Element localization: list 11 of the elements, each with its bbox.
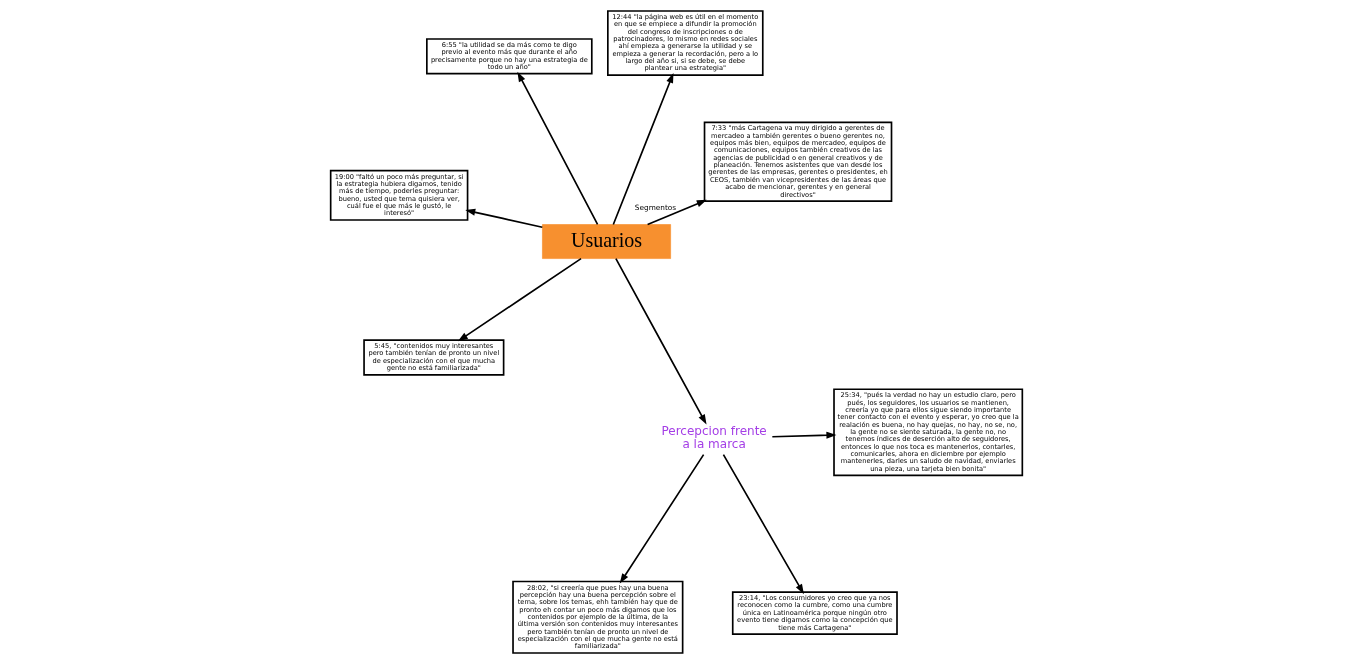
arrow xyxy=(612,72,674,226)
arrow xyxy=(465,208,544,229)
arrow xyxy=(619,453,705,584)
arrow xyxy=(615,257,707,425)
arrow xyxy=(771,431,837,439)
arrow xyxy=(722,453,804,595)
arrow xyxy=(517,71,599,226)
node-text: Percepcion frente a la marca xyxy=(661,423,767,452)
arrow xyxy=(457,257,582,342)
node-box: Usuarios xyxy=(542,224,671,259)
arrow xyxy=(646,199,707,226)
